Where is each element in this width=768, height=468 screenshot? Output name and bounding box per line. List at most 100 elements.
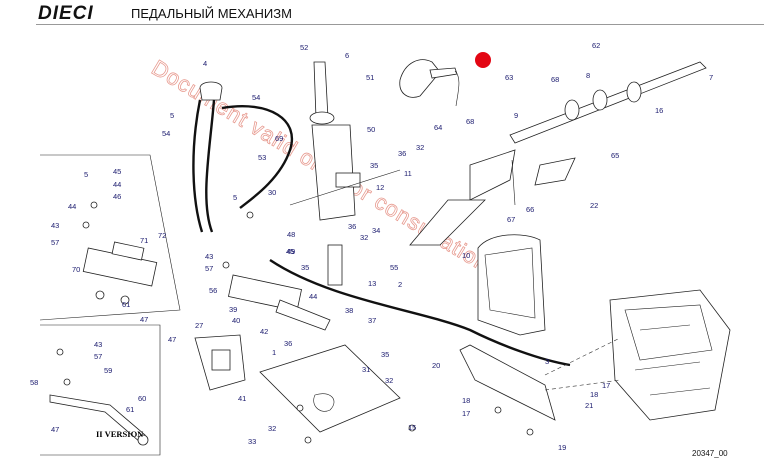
drawing-number: 20347_00 <box>692 449 728 458</box>
red-marker-icon <box>475 52 491 68</box>
callout-45: 45 <box>286 247 294 256</box>
callout-47: 47 <box>140 315 148 324</box>
header-divider <box>36 24 764 25</box>
callout-44: 44 <box>113 180 121 189</box>
callout-22: 22 <box>590 201 598 210</box>
callout-68: 68 <box>466 117 474 126</box>
cab-frame <box>477 234 546 336</box>
callout-57: 57 <box>94 352 102 361</box>
callout-32: 32 <box>268 424 276 433</box>
version-label: II VERSION <box>96 429 144 439</box>
callout-64: 64 <box>434 123 442 132</box>
callout-63: 63 <box>505 73 513 82</box>
callout-36: 36 <box>284 339 292 348</box>
pedal-shaft <box>409 61 707 246</box>
callout-38: 38 <box>345 306 353 315</box>
callout-54: 54 <box>252 93 260 102</box>
callout-31: 31 <box>362 365 370 374</box>
callout-16: 16 <box>655 106 663 115</box>
callout-20: 20 <box>432 361 440 370</box>
callout-35: 35 <box>301 263 309 272</box>
callout-65: 65 <box>611 151 619 160</box>
callout-13: 13 <box>368 279 376 288</box>
callout-46: 46 <box>113 192 121 201</box>
callout-42: 42 <box>260 327 268 336</box>
callout-57: 57 <box>51 238 59 247</box>
callout-32: 32 <box>360 233 368 242</box>
callout-2: 2 <box>398 280 402 289</box>
callout-60: 60 <box>138 394 146 403</box>
callout-11: 11 <box>404 169 412 178</box>
callout-9: 9 <box>514 111 518 120</box>
callout-68: 68 <box>551 75 559 84</box>
callout-3: 3 <box>545 357 549 366</box>
callout-5: 5 <box>170 111 174 120</box>
callout-66: 66 <box>526 205 534 214</box>
callout-8: 8 <box>586 71 590 80</box>
callout-67: 67 <box>507 215 515 224</box>
callout-72: 72 <box>158 231 166 240</box>
callout-6: 6 <box>345 51 349 60</box>
callout-57: 57 <box>205 264 213 273</box>
callout-35: 35 <box>370 161 378 170</box>
callout-4: 4 <box>203 59 207 68</box>
left-detail-frame <box>39 154 181 456</box>
callout-33: 33 <box>248 437 256 446</box>
callout-45: 45 <box>113 167 121 176</box>
callout-62: 62 <box>592 41 600 50</box>
callout-54: 54 <box>162 129 170 138</box>
callout-35: 35 <box>381 350 389 359</box>
throttle-handle <box>399 52 491 107</box>
callout-36: 36 <box>398 149 406 158</box>
callout-59: 59 <box>104 366 112 375</box>
brake-pedal-assembly <box>192 61 401 286</box>
callout-44: 44 <box>68 202 76 211</box>
floor-plate <box>259 344 556 433</box>
callout-39: 39 <box>229 305 237 314</box>
callout-1: 1 <box>272 348 276 357</box>
callout-21: 21 <box>585 401 593 410</box>
callout-71: 71 <box>140 236 148 245</box>
callout-36: 36 <box>348 222 356 231</box>
callout-43: 43 <box>94 340 102 349</box>
callout-44: 44 <box>309 292 317 301</box>
callout-27: 27 <box>195 321 203 330</box>
accelerator-cable <box>269 259 571 367</box>
callout-7: 7 <box>709 73 713 82</box>
callout-30: 30 <box>268 188 276 197</box>
callout-53: 53 <box>258 153 266 162</box>
callout-58: 58 <box>30 378 38 387</box>
callout-61: 61 <box>126 405 134 414</box>
callout-18: 18 <box>590 390 598 399</box>
callout-40: 40 <box>232 316 240 325</box>
version-2-cylinder <box>49 394 149 446</box>
callout-32: 32 <box>385 376 393 385</box>
callout-34: 34 <box>372 226 380 235</box>
brake-master-cylinder <box>82 241 158 305</box>
callout-51: 51 <box>366 73 374 82</box>
callout-17: 17 <box>602 381 610 390</box>
header: DIECI ПЕДАЛЬНЫЙ МЕХАНИЗМ <box>0 0 768 26</box>
callout-55: 55 <box>390 263 398 272</box>
callout-10: 10 <box>462 251 470 260</box>
callout-48: 48 <box>287 230 295 239</box>
callout-70: 70 <box>72 265 80 274</box>
page-title: ПЕДАЛЬНЫЙ МЕХАНИЗМ <box>131 6 292 21</box>
callout-49: 49 <box>287 247 295 256</box>
engine <box>544 289 731 421</box>
callout-15: 15 <box>408 423 416 432</box>
callout-61: 61 <box>122 300 130 309</box>
callout-19: 19 <box>558 443 566 452</box>
callout-56: 56 <box>209 286 217 295</box>
callout-47: 47 <box>51 425 59 434</box>
callout-50: 50 <box>367 125 375 134</box>
callout-17: 17 <box>462 409 470 418</box>
callout-41: 41 <box>238 394 246 403</box>
callout-43: 43 <box>205 252 213 261</box>
callout-5: 5 <box>233 193 237 202</box>
callout-69: 69 <box>275 134 283 143</box>
lower-brake-cylinder <box>194 274 331 391</box>
dieci-logo: DIECI <box>38 3 94 24</box>
